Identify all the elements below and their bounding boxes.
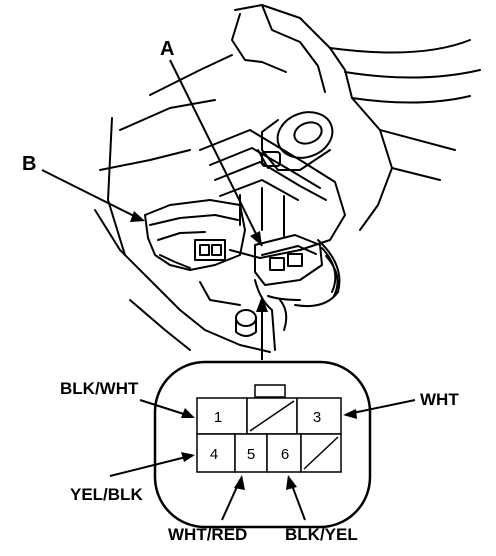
wire-leader-blk-wht (139, 399, 191, 417)
pin-number-4: 4 (210, 446, 218, 463)
unused-terminal-mark-2 (249, 400, 295, 432)
wire-leaders (109, 399, 416, 521)
arrowhead-b (130, 211, 145, 222)
wire-leader-wht (347, 399, 416, 415)
pin-cavity-6 (266, 433, 302, 473)
callout-label-b: B (22, 153, 36, 175)
unused-terminal-mark-7 (303, 436, 339, 470)
wire-label-wht: WHT (420, 390, 459, 409)
pin-cavity-4 (196, 433, 236, 473)
callout-leaders (41, 59, 263, 360)
pin-cavity-5 (234, 433, 268, 473)
leader-line-a (169, 59, 263, 247)
pin-number-3: 3 (313, 409, 321, 426)
wire-label-yel-blk: YEL/BLK (70, 485, 143, 504)
arrowhead-a (250, 231, 262, 246)
leader-line-b (41, 169, 143, 221)
connector-lock-tab (254, 384, 286, 398)
callout-label-a: A (160, 38, 174, 60)
pin-number-5: 5 (247, 446, 255, 463)
arrowhead-connector (256, 296, 268, 312)
wire-label-blk-wht: BLK/WHT (60, 379, 139, 398)
connector-face-view: 1 3 4 5 6 (153, 360, 372, 529)
wire-label-blk-yel: BLK/YEL (285, 525, 358, 544)
wire-leader-yel-blk (109, 455, 191, 477)
callout-arrowheads (130, 211, 268, 312)
wire-label-wht-red: WHT/RED (168, 525, 247, 544)
pin-number-1: 1 (214, 409, 222, 426)
pin-number-6: 6 (281, 446, 289, 463)
steering-column-illustration (94, 4, 481, 353)
wire-arrowheads (181, 408, 357, 490)
